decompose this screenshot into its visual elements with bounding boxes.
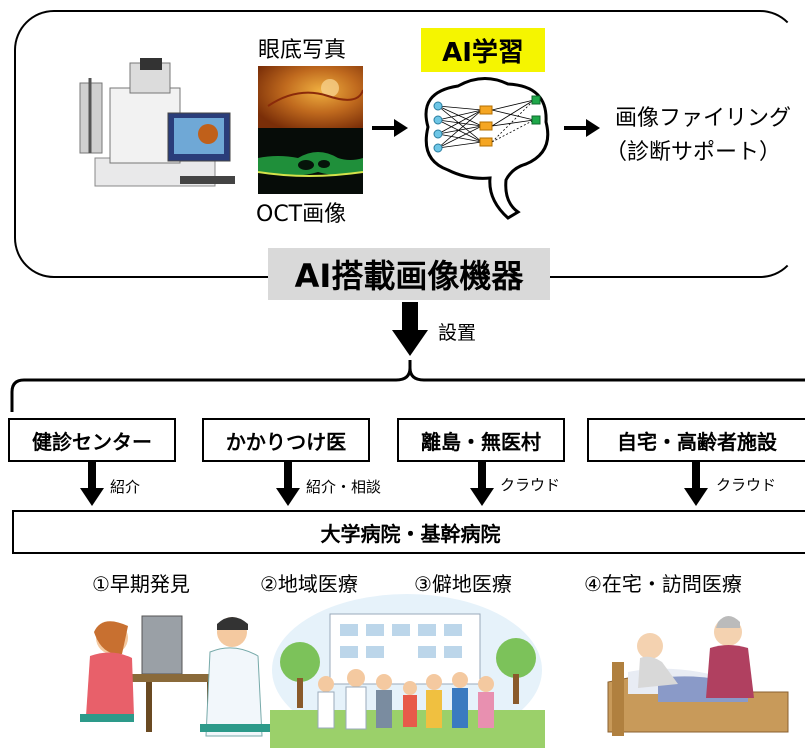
flow-label-referral-consult: 紹介・相談: [306, 478, 382, 496]
flow-label-cloud: クラウド: [716, 476, 777, 494]
community-medicine-illustration: [270, 594, 545, 748]
arrow-down-icon: [392, 302, 428, 356]
facility-health-center: 健診センター: [8, 418, 176, 462]
caption-community-medicine: ②地域医療: [260, 572, 358, 596]
university-hospital-box: 大学病院・基幹病院: [12, 510, 805, 554]
arrow-down-icon: [276, 462, 300, 506]
caption-early-detection: ①早期発見: [92, 572, 190, 596]
distribution-brace: [10, 360, 805, 412]
caption-home-visit-medicine: ④在宅・訪問医療: [584, 572, 742, 596]
flow-label-cloud: クラウド: [500, 476, 561, 494]
brain-neural-network-icon: [424, 77, 550, 220]
flow-label-referral: 紹介: [110, 478, 141, 496]
ai-device-title: AI搭載画像機器: [268, 248, 550, 300]
oct-image: [258, 128, 363, 194]
arrow-down-icon: [684, 462, 708, 506]
fundus-camera-icon: [79, 58, 235, 187]
facility-remote-island: 離島・無医村: [397, 418, 565, 462]
caption-remote-medicine: ③僻地医療: [414, 572, 512, 596]
home-visit-illustration: [607, 616, 789, 736]
install-label: 設置: [438, 322, 477, 344]
eye-exam-illustration: [80, 615, 270, 737]
facility-home-elderly: 自宅・高齢者施設: [587, 418, 805, 462]
oct-image-label: OCT画像: [256, 202, 347, 227]
image-filing-label: 画像ファイリング: [615, 106, 792, 131]
facility-family-doctor: かかりつけ医: [202, 418, 370, 462]
arrow-down-icon: [470, 462, 494, 506]
arrow-down-icon: [80, 462, 104, 506]
arrow-right-icon: [372, 119, 408, 137]
ai-learning-badge: AI学習: [421, 28, 545, 72]
diagnosis-support-label: （診断サポート）: [605, 140, 782, 165]
fundus-image: [258, 66, 363, 128]
fundus-photo-label: 眼底写真: [258, 38, 347, 63]
arrow-right-icon: [564, 119, 600, 137]
